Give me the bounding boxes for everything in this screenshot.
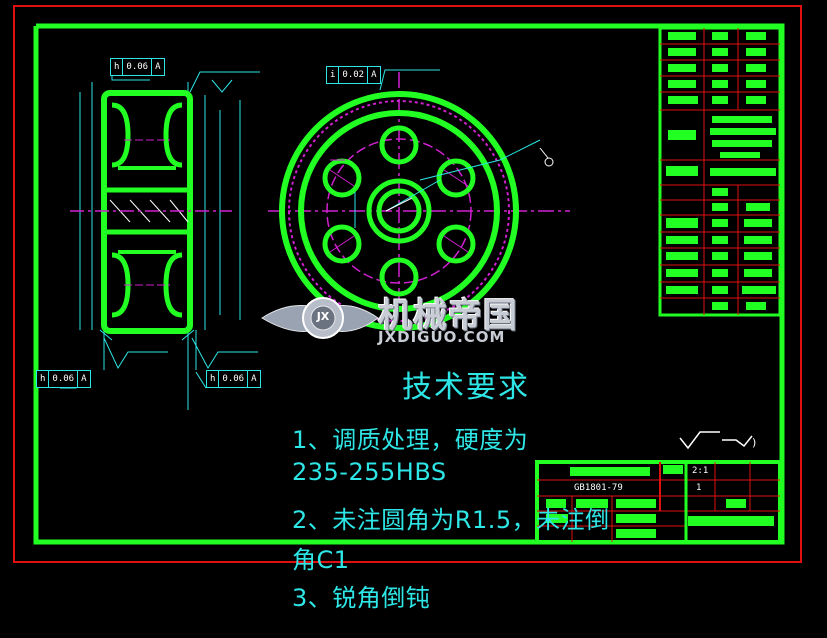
tech-req-line-2: 235-255HBS <box>292 458 447 486</box>
title-block: ) <box>535 431 782 544</box>
title-block-drawing-no: GB1801-79 <box>574 483 623 493</box>
gear-parameter-table <box>658 26 782 317</box>
tolerance-datum: A <box>251 374 257 384</box>
tech-req-title: 技术要求 <box>402 370 530 405</box>
tolerance-value: 0.02 <box>339 67 369 83</box>
tolerance-value: 0.06 <box>49 371 79 387</box>
tolerance-frame-top-left: h 0.06 A <box>110 58 165 76</box>
tech-req-line-5: 3、锐角倒钝 <box>292 584 431 612</box>
watermark-logo-letters: JX <box>316 310 330 323</box>
tech-req-line-3: 2、未注圆角为R1.5，未注倒 <box>292 506 610 534</box>
watermark-site: JXDIGUO.COM <box>378 328 506 346</box>
tech-req-line-4: 角C1 <box>292 546 350 574</box>
svg-text:): ) <box>752 436 756 449</box>
tolerance-datum: A <box>371 70 377 80</box>
title-block-scale: 2:1 <box>692 466 709 476</box>
watermark-logo <box>261 297 379 339</box>
tolerance-value: 0.06 <box>219 371 249 387</box>
tolerance-datum: A <box>81 374 87 384</box>
front-view <box>268 69 570 331</box>
tolerance-frame-center: i 0.02 A <box>326 66 381 84</box>
tolerance-value: 0.06 <box>123 59 153 75</box>
tolerance-frame-bottom-left: h 0.06 A <box>36 370 91 388</box>
section-view <box>60 70 260 410</box>
tech-req-line-1: 1、调质处理，硬度为 <box>292 426 529 454</box>
tolerance-symbol: h <box>37 371 50 387</box>
tolerance-frame-bottom-right: h 0.06 A <box>206 370 261 388</box>
tolerance-symbol: h <box>207 371 220 387</box>
tolerance-datum: A <box>155 62 161 72</box>
watermark-name: 机械帝国 <box>378 296 518 336</box>
tolerance-symbol: i <box>327 67 340 83</box>
tolerance-symbol: h <box>111 59 124 75</box>
title-block-qty: 1 <box>696 483 702 493</box>
sheet-border <box>13 5 802 563</box>
